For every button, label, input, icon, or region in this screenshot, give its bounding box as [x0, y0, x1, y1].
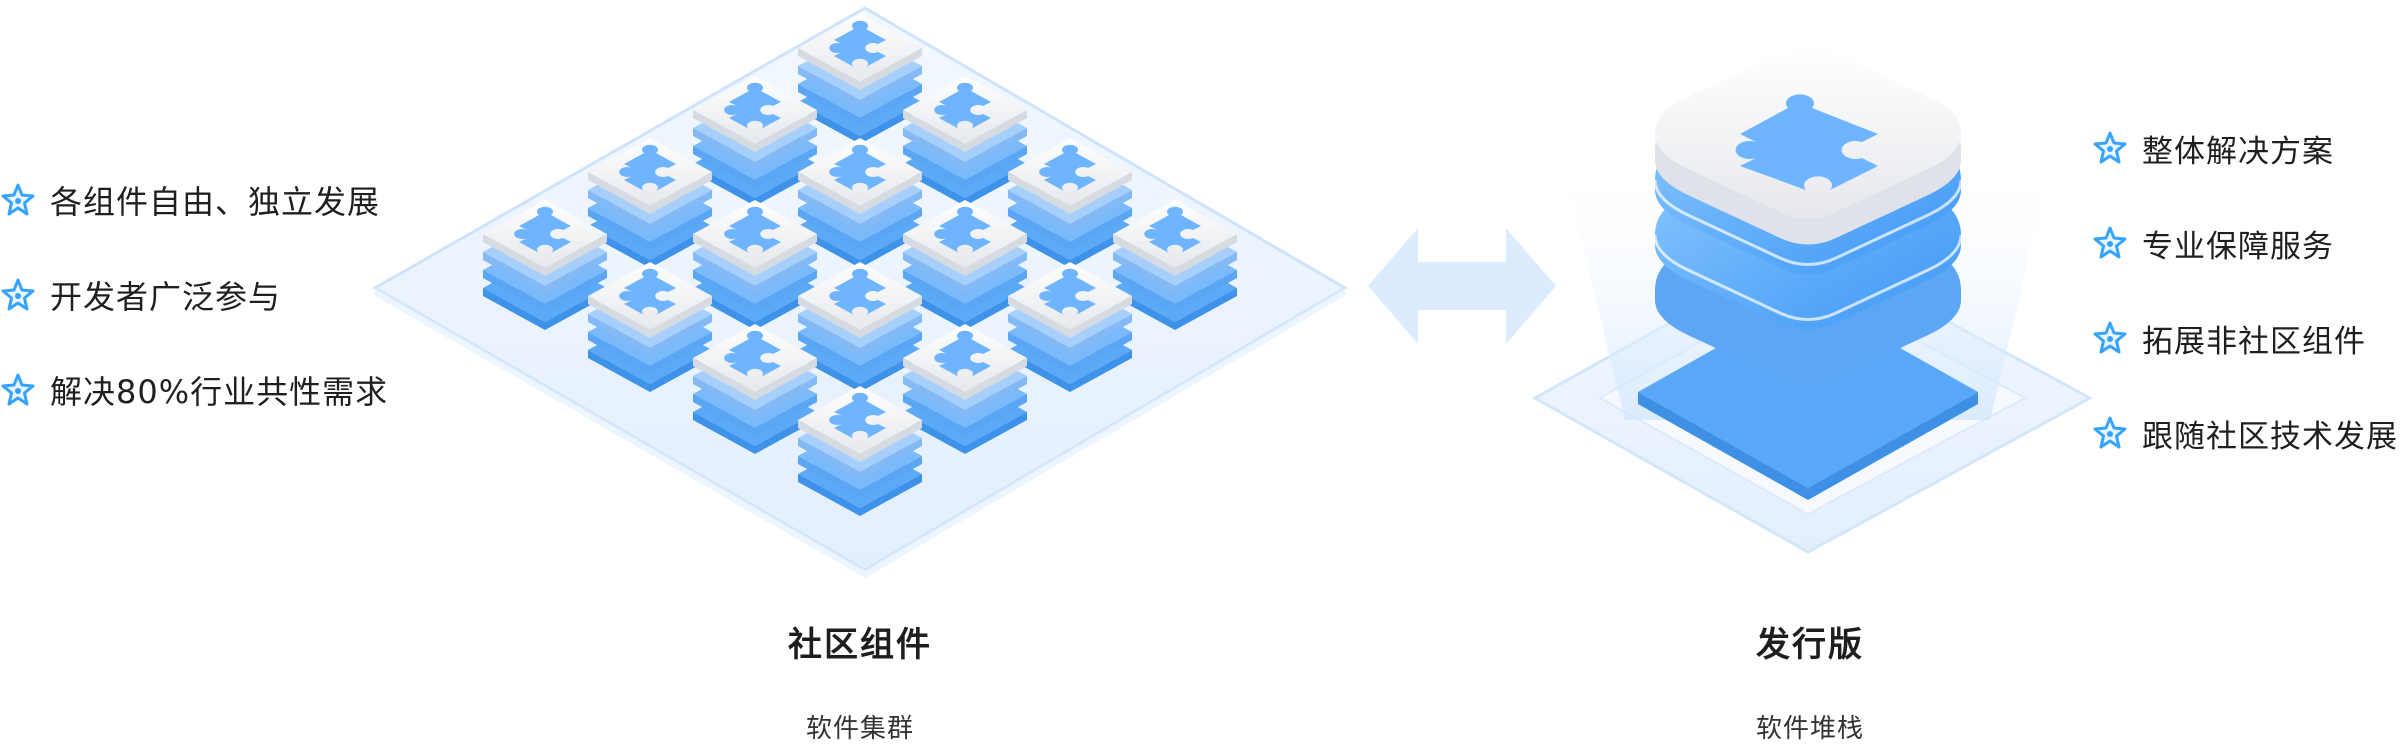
- star-icon: [2093, 226, 2127, 259]
- distribution-stack: [1531, 47, 2094, 554]
- community-feature-text: 解决80%行业共性需求: [50, 373, 389, 411]
- star-icon: [1, 373, 35, 406]
- star-icon: [1, 183, 35, 216]
- component-tile-grid: [483, 14, 1237, 516]
- distribution-feature-item: 整体解决方案: [2092, 118, 2398, 178]
- distribution-feature-item: 拓展非社区组件: [2092, 308, 2398, 368]
- star-icon: [2093, 321, 2127, 354]
- distribution-feature-list: 整体解决方案 专业保障服务 拓展非社区组件 跟随社区技术发展: [2092, 118, 2398, 498]
- star-icon: [1, 278, 35, 311]
- community-feature-list: 各组件自由、独立发展 开发者广泛参与 解决80%行业共性需求: [0, 170, 388, 455]
- distribution-feature-text: 整体解决方案: [2142, 133, 2334, 170]
- community-title: 社区组件: [788, 625, 932, 665]
- distribution-feature-item: 专业保障服务: [2092, 213, 2398, 273]
- distribution-feature-text: 专业保障服务: [2142, 228, 2334, 265]
- community-subtitle: 软件集群: [805, 714, 914, 744]
- community-feature-text: 各组件自由、独立发展: [50, 183, 381, 221]
- community-component-cluster: [371, 6, 1348, 578]
- distribution-feature-text: 拓展非社区组件: [2142, 323, 2366, 360]
- community-feature-text: 开发者广泛参与: [50, 278, 282, 316]
- star-icon: [2093, 416, 2127, 449]
- distribution-title: 发行版: [1756, 625, 1864, 665]
- star-icon: [2093, 131, 2127, 164]
- stack-top-cap: [1655, 47, 1961, 245]
- distribution-feature-text: 跟随社区技术发展: [2142, 418, 2398, 455]
- community-caption: 社区组件 软件集群: [740, 617, 980, 745]
- double-arrow-icon: [1368, 228, 1556, 344]
- distribution-feature-item: 跟随社区技术发展: [2092, 403, 2398, 463]
- community-feature-item: 各组件自由、独立发展: [0, 170, 388, 230]
- puzzle-piece-icon: [1735, 94, 1878, 190]
- community-feature-item: 解决80%行业共性需求: [0, 360, 388, 420]
- distribution-subtitle: 软件堆栈: [1755, 714, 1864, 744]
- distribution-caption: 发行版 软件堆栈: [1690, 617, 1930, 745]
- community-feature-item: 开发者广泛参与: [0, 265, 388, 325]
